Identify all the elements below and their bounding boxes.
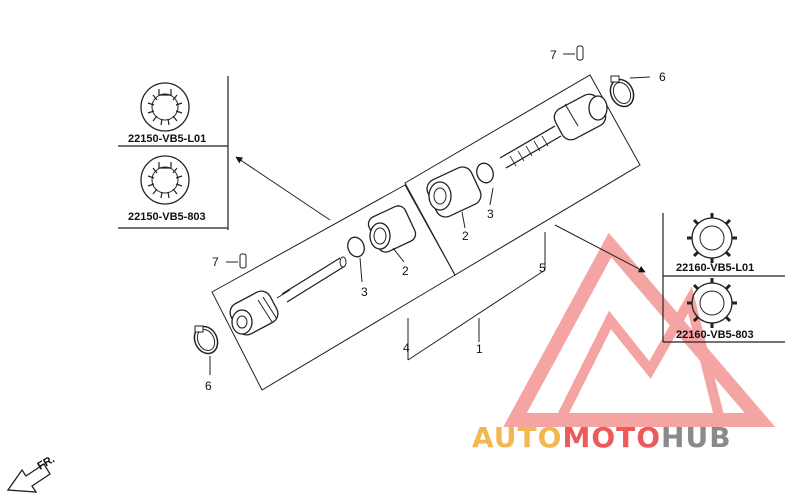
watermark-text: AUTOMOTOHUB	[472, 421, 732, 454]
callout-3-right: 3	[487, 207, 494, 221]
watermark-part1: AUTO	[472, 421, 562, 454]
callout-labels: 1 2 2 3 3 4 5 6 6 7 7	[205, 48, 666, 393]
outer-cv-joint-right	[553, 93, 608, 141]
callout-1: 1	[476, 342, 483, 356]
part-number-left-top: 22150-VB5-L01	[128, 133, 206, 145]
watermark-part3: HUB	[661, 421, 732, 454]
gear-icon	[687, 213, 737, 263]
snap-ring-right	[476, 162, 494, 184]
front-label: FR.	[36, 453, 57, 472]
callout-6-right: 6	[659, 70, 666, 84]
part-number-right-bottom: 22160-VB5-803	[676, 329, 754, 341]
inboard-joint-right	[426, 166, 482, 218]
inboard-joint-left	[367, 205, 417, 253]
left-shaft-group	[193, 184, 456, 391]
callout-5: 5	[539, 261, 546, 275]
pin-left	[239, 253, 247, 269]
left-half-shaft	[276, 256, 347, 303]
snap-ring-left	[347, 236, 365, 258]
right-shaft-group	[404, 45, 641, 276]
legend-left: 22150-VB5-L01 22150-VB5-803	[118, 76, 229, 230]
legend-right: 22160-VB5-L01 22160-VB5-803	[662, 213, 785, 343]
right-half-shaft	[499, 125, 562, 169]
part-number-right-top: 22160-VB5-L01	[676, 262, 754, 274]
clamp-right	[609, 75, 635, 108]
callout-7-right: 7	[550, 48, 557, 62]
callout-7-left: 7	[212, 255, 219, 269]
gear-icon	[140, 155, 190, 205]
svg-text:AUTOMOTOHUB: AUTOMOTOHUB	[472, 421, 732, 454]
gear-icon	[140, 82, 190, 132]
leader-lines	[209, 53, 651, 375]
callout-4: 4	[403, 341, 410, 355]
outer-cv-joint	[229, 290, 279, 336]
front-direction-indicator: FR.	[6, 453, 57, 493]
pin-right	[576, 45, 584, 61]
watermark-part2: MOTO	[562, 421, 661, 454]
watermark-logo	[503, 232, 776, 427]
callout-2-right: 2	[462, 229, 469, 243]
gear-icon	[687, 278, 737, 328]
callout-6-left: 6	[205, 379, 212, 393]
callout-2-left: 2	[402, 264, 409, 278]
part-number-left-bottom: 22150-VB5-803	[128, 211, 206, 223]
callout-3-left: 3	[361, 285, 368, 299]
clamp-left	[193, 325, 219, 355]
